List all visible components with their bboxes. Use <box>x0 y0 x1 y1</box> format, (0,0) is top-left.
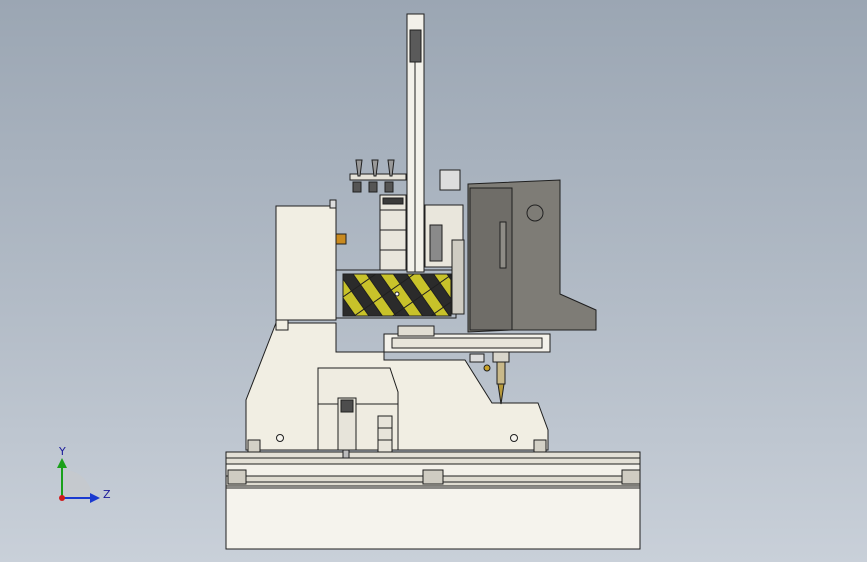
z-axis-label: Z <box>103 488 111 501</box>
triad-origin <box>59 495 65 501</box>
welding-head <box>424 169 465 315</box>
torch <box>469 351 510 405</box>
y-axis-arrow <box>57 458 67 468</box>
protective-hood <box>467 179 597 333</box>
cross-beam <box>383 325 551 353</box>
nozzle-manifold <box>349 159 407 193</box>
wire-reel <box>379 194 407 271</box>
hazard-guard <box>335 269 457 319</box>
y-axis-label: Y <box>58 445 66 458</box>
base-rail <box>225 451 641 550</box>
orientation-triad: Y Z <box>57 445 111 503</box>
slide-column <box>337 397 393 459</box>
vertical-mast <box>406 13 425 273</box>
control-cabinet <box>275 199 347 321</box>
z-axis-arrow <box>90 493 100 503</box>
